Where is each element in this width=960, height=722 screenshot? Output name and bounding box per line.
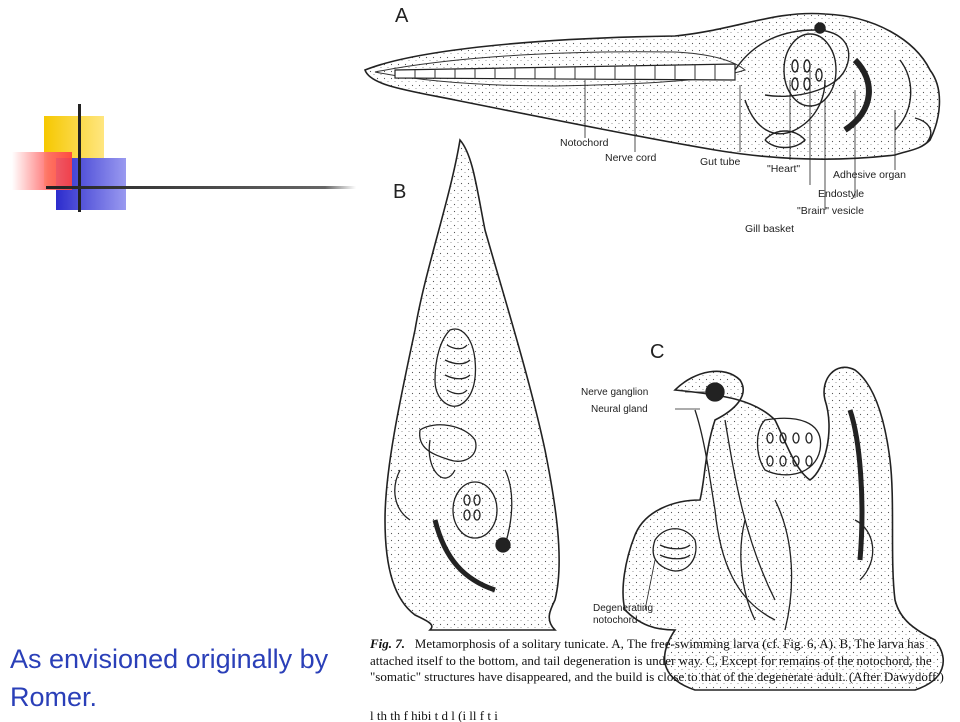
label-brain-vesicle: "Brain" vesicle bbox=[797, 205, 864, 217]
label-nerve-ganglion: Nerve ganglion bbox=[581, 387, 648, 398]
panel-c-organs bbox=[652, 382, 874, 631]
label-neural-gland: Neural gland bbox=[591, 404, 648, 415]
panel-a-letter: A bbox=[395, 5, 409, 27]
label-notochord-c: notochord bbox=[593, 615, 637, 626]
slide-caption: As envisioned originally by Romer. bbox=[10, 644, 329, 712]
label-endostyle: Endostyle bbox=[818, 188, 864, 200]
figure-caption: Fig. 7. Metamorphosis of a solitary tuni… bbox=[370, 636, 950, 686]
label-notochord: Notochord bbox=[560, 137, 609, 149]
larva-organs bbox=[734, 22, 932, 149]
label-gut-tube: Gut tube bbox=[700, 156, 740, 168]
panel-c: C Nerve ganglion Neural gland Degenerati bbox=[581, 341, 944, 691]
panel-b-letter: B bbox=[393, 181, 406, 203]
vertical-rule bbox=[78, 104, 81, 212]
larva-body-outline bbox=[364, 12, 941, 160]
larva-fin-inner bbox=[374, 51, 747, 87]
horizontal-rule bbox=[46, 186, 356, 189]
panel-c-body-outline bbox=[622, 366, 944, 691]
panel-a: A bbox=[364, 5, 941, 235]
panel-c-letter: C bbox=[650, 341, 664, 363]
label-adhesive-organ: Adhesive organ bbox=[833, 169, 906, 181]
cut-off-text-line: l th th f hibi t d l (i ll f t i bbox=[370, 708, 498, 722]
panel-b-body-outline bbox=[384, 138, 560, 631]
label-nerve-cord: Nerve cord bbox=[605, 152, 657, 164]
panel-b: B bbox=[384, 138, 560, 631]
slide-decoration bbox=[12, 104, 356, 212]
label-degenerating: Degenerating bbox=[593, 603, 653, 614]
figure-caption-body: Metamorphosis of a solitary tunicate. A,… bbox=[370, 636, 944, 684]
figure-caption-label: Fig. 7. bbox=[370, 636, 406, 651]
larva-notochord bbox=[394, 63, 736, 81]
panel-b-organs bbox=[394, 328, 513, 593]
label-heart: "Heart" bbox=[767, 163, 800, 175]
tunicate-metamorphosis-figure: A bbox=[364, 5, 944, 691]
label-gill-basket: Gill basket bbox=[745, 223, 794, 235]
red-square bbox=[12, 152, 72, 190]
